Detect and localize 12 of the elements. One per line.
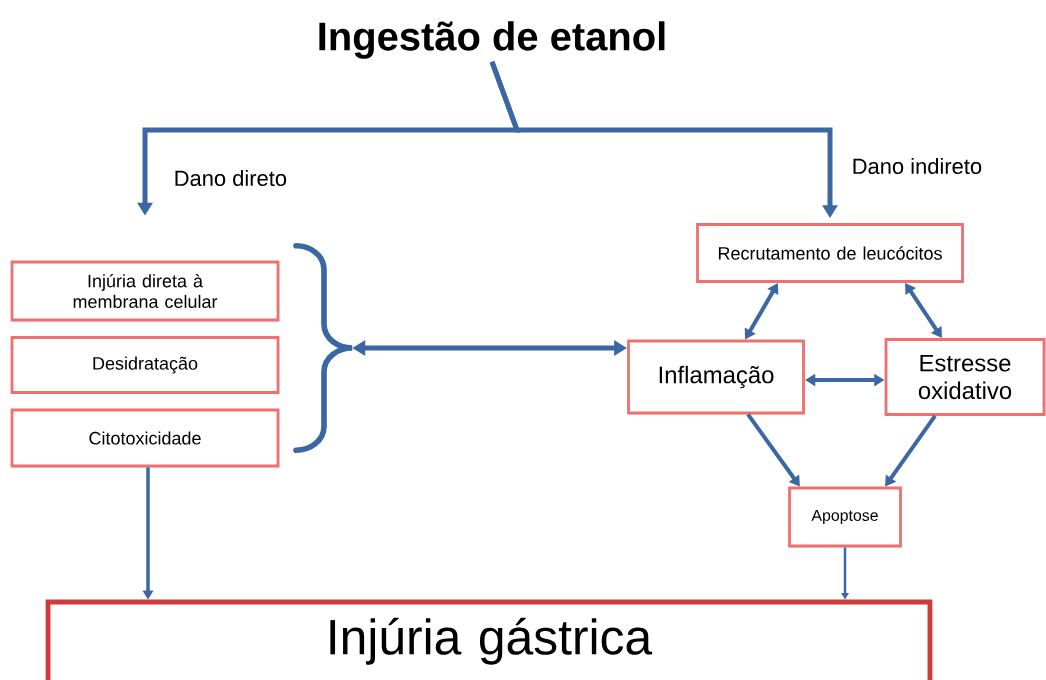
- process-box: Citotoxicidade: [10, 408, 280, 468]
- process-box: Inflamação: [627, 339, 805, 415]
- process-box: Apoptose: [788, 486, 902, 548]
- process-box: Injúria direta à membrana celular: [10, 260, 280, 322]
- title-text: Ingestão de etanol: [319, 21, 665, 59]
- arrow: [905, 283, 942, 338]
- edge-label: Dano direto: [172, 168, 289, 188]
- process-box: Estresse oxidativo: [884, 338, 1046, 416]
- result-box: Injúria gástrica: [45, 599, 933, 680]
- process-box: Recrutamento de leucócitos: [696, 223, 964, 283]
- process-box: Desidratação: [10, 336, 280, 394]
- edge-label: Dano indireto: [850, 156, 984, 176]
